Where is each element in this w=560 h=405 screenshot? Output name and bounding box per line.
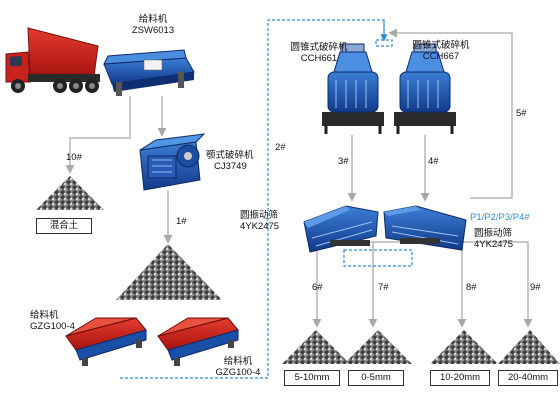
cone-crusher-2-icon [394,43,456,134]
flow-label-5: 5# [516,108,527,119]
screen-bypass-dashed-box [343,249,413,267]
screen-2-label: 圆振动筛 4YK2475 [474,228,513,250]
screen-1-model: 4YK2475 [240,221,280,232]
screen-2-icon [383,205,467,251]
cone-crusher-2-label: 圆锥式破碎机 CCH667 [406,40,476,62]
stone-pile-p2 [344,330,412,364]
stone-pile-p4 [498,330,560,364]
flow-line-5 [388,28,513,199]
screen-1-icon [303,205,379,253]
product-box-p4: 20-40mm [498,370,558,386]
flow-label-1: 1# [176,216,187,227]
flow-label-8: 8# [466,282,477,293]
cone-crusher-1-model: CCH661 [300,53,338,64]
flow-label-7: 7# [378,282,389,293]
feeder-bottom-1-model: GZG100-4 [30,321,75,332]
feeder-bottom-2-model: GZG100-4 [215,367,261,378]
screen-1-name: 圆振动筛 [240,210,279,221]
cone-crusher-1-label: 圆锥式破碎机 CCH661 [284,42,354,64]
flow-label-3: 3# [338,156,349,167]
screen-outputs-label: P1/P2/P3/P4# [470,212,530,223]
dump-truck-icon [5,27,100,93]
product-box-p2: 0-5mm [348,370,404,386]
feeder-bottom-2-label: 给料机 GZG100-4 [208,356,268,378]
flow-line-2 [120,19,388,379]
flow-label-9: 9# [530,282,541,293]
feeder-bottom-2-name: 给料机 [223,356,253,367]
dashed-flow-lines [120,19,413,379]
screen-2-name: 圆振动筛 [474,228,513,239]
feeder-top-label: 给料机 ZSW6013 [128,14,178,36]
product-box-mixed: 混合土 [36,218,92,234]
cone-crusher-1-name: 圆锥式破碎机 [290,42,348,53]
feeder-bottom-1-icon [65,317,147,366]
feeder-top-name: 给料机 [138,14,168,25]
jaw-crusher-model: CJ3749 [214,161,247,172]
feeder-top-model: ZSW6013 [131,25,175,36]
jaw-crusher-name: 颚式破碎机 [206,150,254,161]
product-box-p3: 10-20mm [430,370,490,386]
stone-pile-jaw-output [116,244,222,300]
flow-label-10: 10# [66,152,82,163]
feeder-top-icon [103,49,195,96]
feeder-bottom-1-label: 给料机 GZG100-4 [30,310,75,332]
screen-1-label: 圆振动筛 4YK2475 [240,210,279,232]
flow-label-2: 2# [275,142,286,153]
stone-pile-mixed [36,176,104,210]
product-box-p1: 5-10mm [284,370,340,386]
stone-pile-p1 [282,330,350,364]
cone-crusher-2-name: 圆锥式破碎机 [412,40,470,51]
flow-line-10 [65,96,131,174]
screen-2-model: 4YK2475 [474,239,514,250]
jaw-crusher-icon [139,133,206,191]
stone-piles [36,176,560,364]
feeder-bottom-1-name: 给料机 [30,310,59,321]
feeder-bottom-2-icon [157,317,239,366]
cone-crusher-2-model: CCH667 [422,51,460,62]
cone-crusher-1-icon [322,43,384,134]
flow-label-6: 6# [312,282,323,293]
flow-line-9 [462,241,533,328]
cone-top-dashed-box [375,39,393,47]
flow-label-4: 4# [428,156,439,167]
stone-pile-p3 [430,330,498,364]
jaw-crusher-label: 颚式破碎机 CJ3749 [206,150,254,172]
